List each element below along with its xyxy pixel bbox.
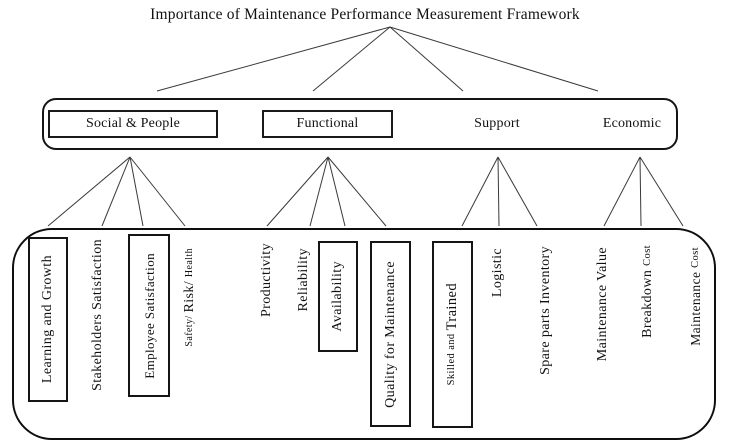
measure-breakdown-cost-label: Breakdown Cost [640, 244, 655, 338]
measure-breakdown-cost: Breakdown Cost [636, 242, 660, 340]
connector-fan-title [156, 26, 599, 92]
measure-learning-and-growth-label: Learning and Growth [40, 255, 55, 384]
diagram-title: Importance of Maintenance Performance Me… [150, 6, 580, 23]
connector-fan-support [461, 156, 538, 227]
measure-availability-label: Availability [330, 261, 345, 332]
skilled-and-segment: Skilled and [446, 330, 458, 386]
category-social-people-label: Social & People [86, 116, 180, 131]
measure-productivity-label: Productivity [259, 242, 274, 318]
measure-learning-and-growth: Learning and Growth [28, 237, 68, 402]
health-segment: Health [184, 247, 195, 277]
connector-fan-economic [603, 156, 684, 227]
measure-safety-risk-health-label: Safety/ Risk/ Health [182, 247, 197, 347]
measure-skilled-and-trained: Skilled and Trained [432, 241, 473, 428]
cost-segment: Cost [642, 244, 653, 266]
connector-fan-functional [266, 156, 387, 227]
category-economic-label: Economic [602, 116, 662, 131]
risk-segment: Risk/ [182, 276, 197, 313]
measure-reliability: Reliability [292, 242, 316, 317]
connector-fan-social-people [47, 156, 186, 227]
category-support: Support [462, 110, 532, 138]
measure-stakeholders-satisfaction-label: Stakeholders Satisfaction [90, 239, 105, 391]
measure-quality-for-maintenance: Quality for Maintenance [370, 241, 411, 427]
trained-segment: Trained [444, 283, 461, 331]
measure-quality-for-maintenance-label: Quality for Maintenance [382, 260, 398, 408]
measure-logistic-label: Logistic [490, 247, 505, 298]
measure-safety-risk-health: Safety/ Risk/ Health [178, 238, 202, 356]
category-functional: Functional [262, 110, 393, 138]
measure-maintenance-value-label: Maintenance Value [595, 246, 610, 362]
measure-skilled-and-trained-label: Skilled and Trained [444, 283, 461, 386]
measure-employee-satisfaction-label: Employee Satisfaction [141, 252, 157, 379]
measure-reliability-label: Reliability [296, 247, 311, 312]
measure-maintenance-cost: Maintenance Cost [684, 244, 708, 348]
measure-maintenance-value: Maintenance Value [591, 244, 615, 364]
measure-spare-parts-inventory: Spare parts Inventory [534, 245, 558, 375]
category-social-people: Social & People [48, 110, 218, 138]
measure-productivity: Productivity [255, 241, 279, 319]
measure-logistic: Logistic [486, 245, 510, 300]
measure-maintenance-cost-label: Maintenance Cost [688, 246, 703, 346]
measure-stakeholders-satisfaction: Stakeholders Satisfaction [86, 239, 110, 391]
category-support-label: Support [474, 116, 520, 131]
category-economic: Economic [592, 110, 672, 138]
measure-availability: Availability [318, 241, 358, 352]
measure-spare-parts-inventory-label: Spare parts Inventory [538, 245, 553, 375]
safety-segment: Safety/ [184, 312, 195, 347]
maintenance-segment: Maintenance [688, 267, 703, 346]
measure-employee-satisfaction: Employee Satisfaction [128, 234, 170, 397]
cost-segment: Cost [690, 246, 701, 268]
category-functional-label: Functional [296, 116, 359, 131]
breakdown-segment: Breakdown [640, 265, 655, 338]
